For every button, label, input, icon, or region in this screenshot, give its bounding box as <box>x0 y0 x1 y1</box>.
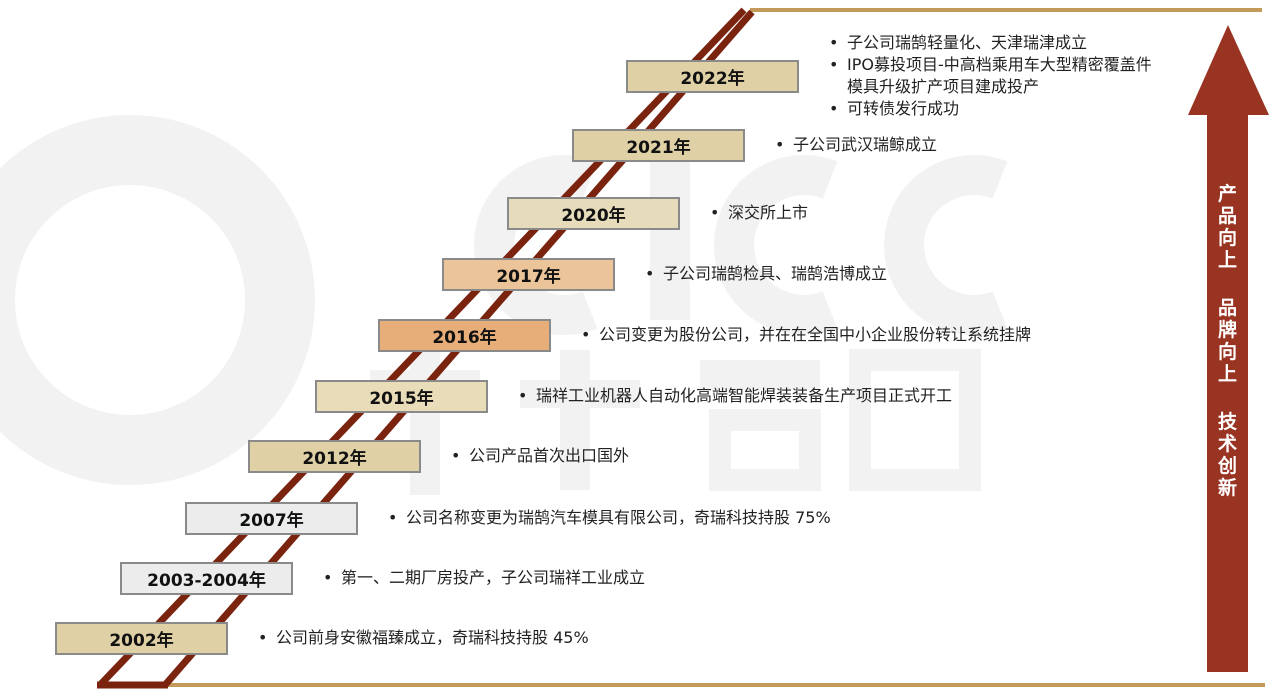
year-box: 2007年 <box>185 502 358 535</box>
milestone-item: • 公司名称变更为瑞鹄汽车模具有限公司，奇瑞科技持股 75% <box>388 507 831 529</box>
year-box: 2012年 <box>248 440 421 473</box>
milestone-item: • 可转债发行成功 <box>829 98 1159 120</box>
bullet-icon: • <box>581 325 591 344</box>
milestone-text: IPO募投项目-中高档乘用车大型精密覆盖件模具升级扩产项目建成投产 <box>847 55 1152 96</box>
milestone-description: • 瑞祥工业机器人自动化高端智能焊装装备生产项目正式开工 <box>518 385 952 407</box>
bullet-icon: • <box>323 568 333 587</box>
milestone-item: • 公司产品首次出口国外 <box>451 445 629 467</box>
milestone-item: • 子公司瑞鹄检具、瑞鹄浩博成立 <box>645 263 887 285</box>
year-box: 2020年 <box>507 197 680 230</box>
slogan-tech: 技术创新 <box>1217 411 1237 499</box>
milestone-text: 深交所上市 <box>728 203 809 222</box>
year-box: 2003-2004年 <box>120 562 293 595</box>
bullet-icon: • <box>645 264 655 283</box>
year-box: 2017年 <box>442 258 615 291</box>
milestone-text: 子公司武汉瑞鲸成立 <box>793 135 938 154</box>
milestone-text: 第一、二期厂房投产，子公司瑞祥工业成立 <box>341 568 646 587</box>
milestone-item: • 深交所上市 <box>710 202 808 224</box>
milestone-text: 可转债发行成功 <box>847 99 960 118</box>
milestone-description: • 深交所上市 <box>710 202 808 224</box>
watermark-logo <box>0 115 1008 495</box>
slogan-brand: 品牌向上 <box>1217 297 1237 385</box>
milestone-text: 子公司瑞鹄轻量化、天津瑞津成立 <box>847 33 1088 52</box>
milestone-description: • 公司前身安徽福臻成立，奇瑞科技持股 45% <box>258 627 589 649</box>
milestone-description: • 公司名称变更为瑞鹄汽车模具有限公司，奇瑞科技持股 75% <box>388 507 831 529</box>
milestone-text: 子公司瑞鹄检具、瑞鹄浩博成立 <box>663 264 888 283</box>
year-box: 2022年 <box>626 60 799 93</box>
milestone-item: • 子公司武汉瑞鲸成立 <box>775 134 937 156</box>
slogan-product: 产品向上 <box>1217 183 1237 271</box>
bullet-icon: • <box>451 446 461 465</box>
bullet-icon: • <box>829 99 839 118</box>
milestone-item: • IPO募投项目-中高档乘用车大型精密覆盖件模具升级扩产项目建成投产 <box>829 54 1159 98</box>
milestone-text: 公司前身安徽福臻成立，奇瑞科技持股 45% <box>276 628 589 647</box>
milestone-item: • 公司变更为股份公司，并在在全国中小企业股份转让系统挂牌 <box>581 324 1031 346</box>
milestone-description: • 子公司武汉瑞鲸成立 <box>775 134 937 156</box>
milestone-item: • 子公司瑞鹄轻量化、天津瑞津成立 <box>829 32 1159 54</box>
milestone-description: • 公司变更为股份公司，并在在全国中小企业股份转让系统挂牌 <box>581 324 1031 346</box>
milestone-description: • 公司产品首次出口国外 <box>451 445 629 467</box>
milestone-text: 公司变更为股份公司，并在在全国中小企业股份转让系统挂牌 <box>599 325 1032 344</box>
year-box: 2015年 <box>315 380 488 413</box>
bullet-icon: • <box>829 33 839 52</box>
milestone-item: • 公司前身安徽福臻成立，奇瑞科技持股 45% <box>258 627 589 649</box>
bullet-icon: • <box>258 628 268 647</box>
bullet-icon: • <box>775 135 785 154</box>
milestone-text: 公司名称变更为瑞鹄汽车模具有限公司，奇瑞科技持股 75% <box>406 508 831 527</box>
year-box: 2016年 <box>378 319 551 352</box>
up-arrow-icon <box>1188 25 1269 672</box>
milestone-description: • 第一、二期厂房投产，子公司瑞祥工业成立 <box>323 567 645 589</box>
milestone-item: • 瑞祥工业机器人自动化高端智能焊装装备生产项目正式开工 <box>518 385 952 407</box>
milestone-text: 公司产品首次出口国外 <box>469 446 630 465</box>
year-box: 2002年 <box>55 622 228 655</box>
milestone-description: • 子公司瑞鹄轻量化、天津瑞津成立 • IPO募投项目-中高档乘用车大型精密覆盖件模具… <box>829 32 1159 120</box>
bullet-icon: • <box>829 55 839 74</box>
slogan: 产品向上 品牌向上 技术创新 <box>1207 183 1248 525</box>
milestone-item: • 第一、二期厂房投产，子公司瑞祥工业成立 <box>323 567 645 589</box>
milestone-description: • 子公司瑞鹄检具、瑞鹄浩博成立 <box>645 263 887 285</box>
bullet-icon: • <box>388 508 398 527</box>
year-box: 2021年 <box>572 129 745 162</box>
bullet-icon: • <box>518 386 528 405</box>
milestone-text: 瑞祥工业机器人自动化高端智能焊装装备生产项目正式开工 <box>536 386 953 405</box>
bullet-icon: • <box>710 203 720 222</box>
